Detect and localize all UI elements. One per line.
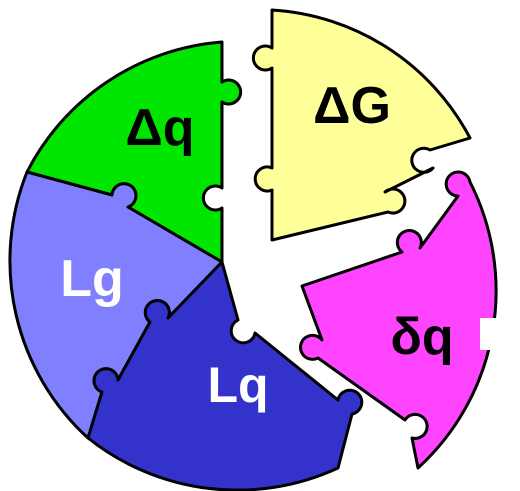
piece-lg-label: Lg	[60, 250, 124, 308]
piece-delta-g-label: ΔG	[313, 77, 391, 135]
edge-notch	[480, 318, 520, 350]
piece-delta-q-label: Δq	[125, 99, 194, 157]
piece-small-delta-q-label: δq	[390, 308, 453, 366]
piece-lq-label: Lq	[207, 357, 268, 413]
piece-delta-g: ΔG	[253, 10, 470, 240]
